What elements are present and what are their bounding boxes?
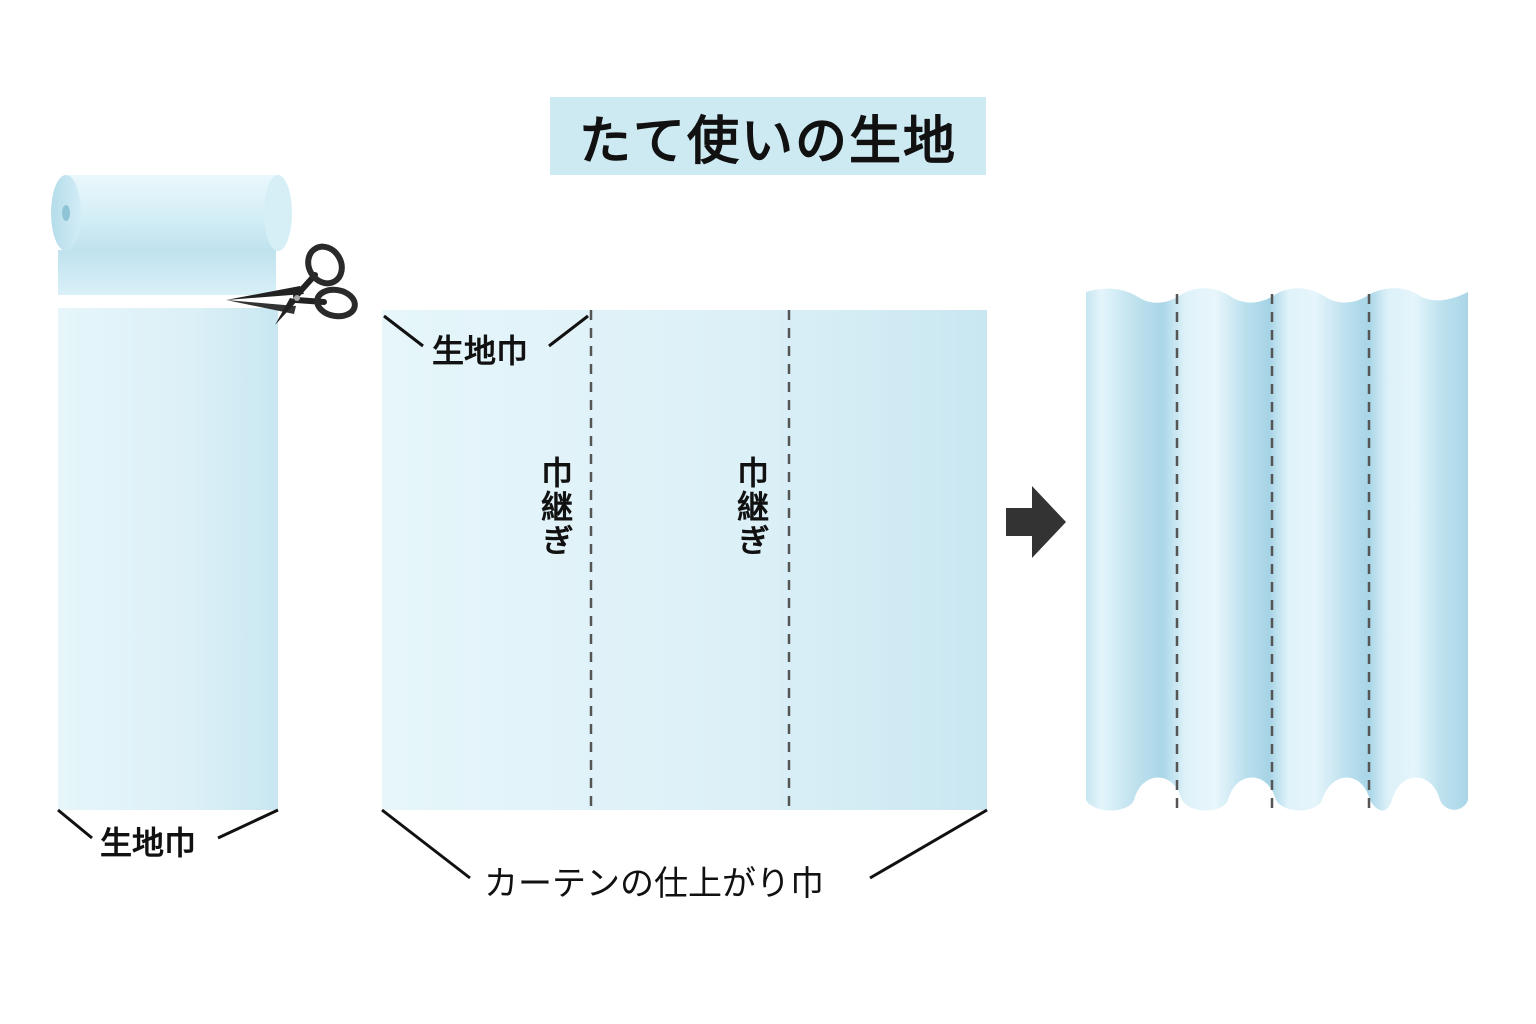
roll-unrolled-sheet [58, 250, 276, 295]
scissors-icon [226, 243, 358, 325]
title-box: たて使いの生地 [550, 97, 986, 175]
panel-width-bracket [383, 314, 589, 348]
roll-core [62, 205, 70, 221]
finished-curtain [1086, 288, 1468, 812]
finished-width-bracket [381, 808, 988, 880]
roll-body [66, 175, 278, 251]
cut-fabric-panel [58, 308, 278, 810]
joined-fabric-panel [382, 310, 987, 810]
roll-right-end [264, 175, 292, 251]
roll-width-label: 生地巾 [100, 824, 197, 862]
roll-width-bracket [57, 808, 279, 840]
fabric-roll-icon [51, 175, 292, 295]
diagram-title: たて使いの生地 [578, 110, 957, 172]
panel-width-label: 生地巾 [432, 332, 529, 370]
arrow-right-icon [1006, 486, 1066, 558]
seam-label-2: 巾継ぎ [732, 456, 770, 558]
finished-width-label: カーテンの仕上がり巾 [484, 864, 824, 904]
seam-label-1: 巾継ぎ [536, 456, 574, 558]
